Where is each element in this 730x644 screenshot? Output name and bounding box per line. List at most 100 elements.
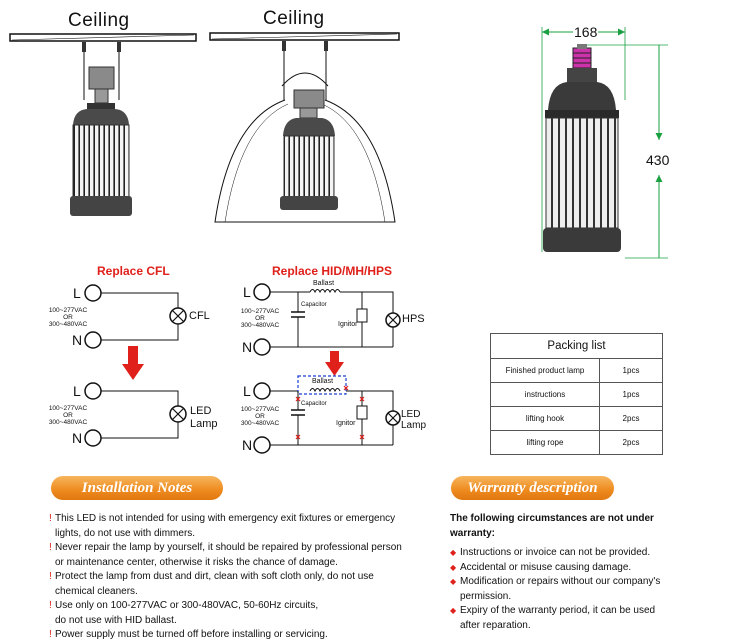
packing-list-title: Packing list <box>490 333 663 359</box>
warranty-intro-line: warranty: <box>450 527 496 539</box>
table-row: lifting rope 2pcs <box>490 430 663 455</box>
cfl-line-L: L <box>73 285 81 301</box>
list-item: ! Protect the lamp from dust and dirt, c… <box>49 570 444 599</box>
voltage-or: OR <box>63 314 73 321</box>
item-name: lifting hook <box>490 406 600 431</box>
list-item: ◆ Modification or repairs without our co… <box>450 575 720 604</box>
ceiling-mount-reflector <box>209 32 400 223</box>
warranty-line: Instructions or invoice can not be provi… <box>460 547 651 558</box>
diamond-bullet-icon: ◆ <box>450 606 457 615</box>
item-qty: 1pcs <box>599 358 663 383</box>
list-item: ! Power supply must be turned off before… <box>49 628 444 643</box>
warranty-line: after reparation. <box>460 619 531 631</box>
warranty-line: Accidental or misuse causing damage. <box>460 561 632 573</box>
led-after-circuit <box>84 382 187 447</box>
ignitor-label-after: Ignitor <box>336 420 356 427</box>
table-row: lifting hook 2pcs <box>490 406 663 431</box>
voltage-a: 100~277VAC <box>48 405 88 412</box>
warranty-line: Expiry of the warranty period, it can be… <box>460 605 656 616</box>
warning-mark: ! <box>49 629 52 640</box>
voltage-b: 300~480VAC <box>240 420 280 427</box>
led-line-N: N <box>72 430 83 446</box>
list-item: ! Use only on 100-277VAC or 300-480VAC, … <box>49 599 444 628</box>
list-item: ◆ Expiry of the warranty period, it can … <box>450 604 720 633</box>
warning-mark: ! <box>49 542 52 553</box>
replace-cfl-title: Replace CFL <box>97 264 170 278</box>
list-item: ! Never repair the lamp by yourself, it … <box>49 541 444 570</box>
diamond-bullet-icon: ◆ <box>450 577 457 586</box>
warranty-intro: The following circumstances are not unde… <box>450 512 720 541</box>
cfl-before-circuit <box>84 284 187 349</box>
diamond-bullet-icon: ◆ <box>450 562 457 572</box>
hid-before-circuit <box>253 283 401 356</box>
hid-line-N: N <box>242 339 253 355</box>
hid-after-line-L: L <box>243 383 251 399</box>
table-row: instructions 1pcs <box>490 382 663 407</box>
width-dimension-value: 168 <box>573 24 599 40</box>
ballast-label-after: Ballast <box>312 378 334 385</box>
packing-list-table: Packing list Finished product lamp 1pcs … <box>490 333 663 455</box>
item-name: lifting rope <box>490 430 600 455</box>
hid-after-circuit <box>253 375 401 454</box>
list-item: ◆ Instructions or invoice can not be pro… <box>450 546 720 561</box>
ignitor-label: Ignitor <box>338 321 358 328</box>
warning-mark: ! <box>49 513 52 524</box>
note-line: do not use with HID ballast. <box>55 614 177 626</box>
warranty-items: ◆ Instructions or invoice can not be pro… <box>450 546 720 633</box>
warranty-line: permission. <box>460 590 512 602</box>
warning-mark: ! <box>49 600 52 611</box>
installation-notes: ! This LED is not intended for using wit… <box>49 512 444 643</box>
cfl-line-N: N <box>72 332 83 348</box>
note-line: Never repair the lamp by yourself, it sh… <box>55 542 402 553</box>
note-line: lights, do not use with dimmers. <box>55 527 196 539</box>
voltage-or: OR <box>255 315 265 322</box>
led-label-1: LED <box>190 405 212 417</box>
item-qty: 2pcs <box>599 430 663 455</box>
hps-label: HPS <box>402 313 425 325</box>
ballast-label: Ballast <box>313 280 335 287</box>
ceiling-label-1: Ceiling <box>68 10 130 31</box>
voltage-a: 100~277VAC <box>240 308 280 315</box>
voltage-or: OR <box>255 413 265 420</box>
list-item: ◆ Accidental or misuse causing damage. <box>450 561 720 576</box>
warranty-intro-line: The following circumstances are not unde… <box>450 513 654 524</box>
voltage-a: 100~277VAC <box>48 307 88 314</box>
item-name: Finished product lamp <box>490 358 600 383</box>
item-qty: 2pcs <box>599 406 663 431</box>
note-line: This LED is not intended for using with … <box>55 513 396 524</box>
item-qty: 1pcs <box>599 382 663 407</box>
hid-after-line-N: N <box>242 437 253 453</box>
cfl-label: CFL <box>189 310 210 322</box>
voltage-b: 300~480VAC <box>240 322 280 329</box>
led-lamp-label: LED Lamp <box>190 405 218 431</box>
wiring-diagrams <box>84 283 401 454</box>
warranty-banner: Warranty description <box>451 476 614 500</box>
note-line: Use only on 100-277VAC or 300-480VAC, 50… <box>55 600 319 611</box>
note-line: or maintenance center, otherwise it risk… <box>55 556 338 568</box>
ceiling-label-2: Ceiling <box>263 8 325 29</box>
voltage-a: 100~277VAC <box>240 406 280 413</box>
table-row: Finished product lamp 1pcs <box>490 358 663 383</box>
note-line: chemical cleaners. <box>55 585 138 597</box>
hid-voltage: 100~277VAC OR 300~480VAC <box>232 308 288 329</box>
warning-mark: ! <box>49 571 52 582</box>
led-lamp-label-hid: LED Lamp <box>401 409 426 431</box>
installation-illustrations <box>9 27 668 259</box>
led-label-2: Lamp <box>401 420 427 431</box>
note-line: Protect the lamp from dust and dirt, cle… <box>55 571 374 582</box>
warranty-line: Modification or repairs without our comp… <box>460 576 661 587</box>
led-voltage: 100~277VAC OR 300~480VAC <box>40 405 96 426</box>
ceiling-mount-direct <box>9 33 197 216</box>
voltage-or: OR <box>63 412 73 419</box>
led-label-2: Lamp <box>190 418 218 430</box>
capacitor-label-after: Capacitor <box>301 401 327 407</box>
diamond-bullet-icon: ◆ <box>450 548 457 557</box>
cfl-voltage: 100~277VAC OR 300~480VAC <box>40 307 96 328</box>
height-dimension-value: 430 <box>646 152 670 168</box>
voltage-b: 300~480VAC <box>48 321 88 328</box>
capacitor-label: Capacitor <box>301 302 327 308</box>
hid-line-L: L <box>243 284 251 300</box>
item-name: instructions <box>490 382 600 407</box>
replace-hid-title: Replace HID/MH/HPS <box>272 264 393 278</box>
lamp-dimension-drawing <box>541 27 668 259</box>
